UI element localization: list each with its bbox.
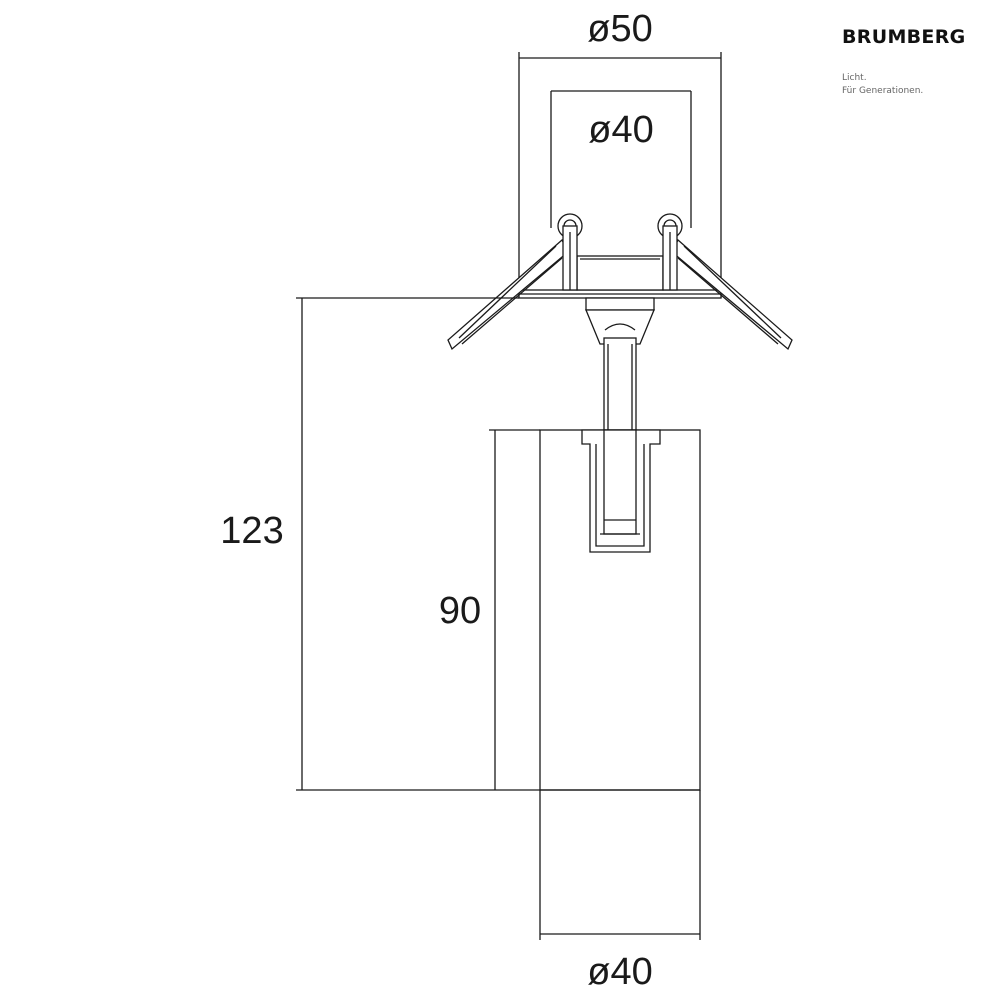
dimension-overall-height bbox=[296, 297, 700, 791]
brand-name: BRUMBERG bbox=[842, 26, 966, 48]
body-height-label: 90 bbox=[439, 590, 481, 632]
mounting-flange bbox=[518, 255, 722, 299]
brand-tagline-2: Für Generationen. bbox=[842, 86, 924, 96]
arm-socket bbox=[581, 429, 661, 553]
spring-clip-right bbox=[657, 213, 793, 351]
body-diameter-label: ø40 bbox=[587, 951, 652, 993]
dimension-inner-diameter bbox=[550, 90, 692, 228]
dimension-body-height bbox=[489, 429, 540, 790]
pivot-arm bbox=[585, 297, 655, 449]
dimension-outer-diameter bbox=[518, 52, 722, 298]
brand-tagline-1: Licht. bbox=[842, 73, 867, 83]
outer-diameter-label: ø50 bbox=[587, 8, 652, 50]
brand-logo: BRUMBERG Licht. Für Generationen. bbox=[822, 18, 980, 102]
overall-height-label: 123 bbox=[220, 510, 283, 552]
spring-clip-left bbox=[447, 213, 583, 351]
inner-diameter-label: ø40 bbox=[588, 109, 653, 151]
